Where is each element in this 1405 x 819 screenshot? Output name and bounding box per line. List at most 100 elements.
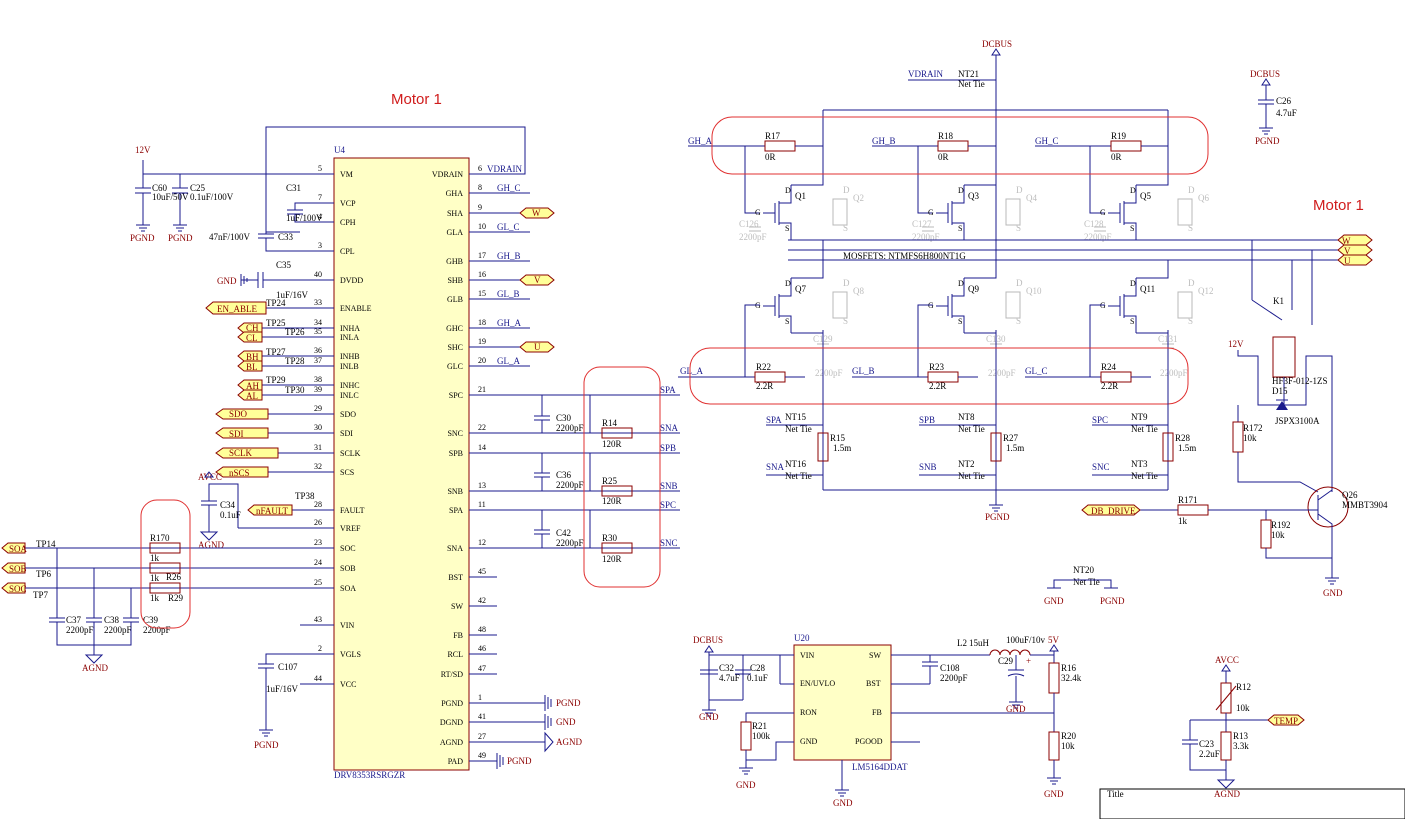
driver-pin-name: INLB bbox=[340, 362, 359, 371]
driver-pin-name: INHC bbox=[340, 381, 360, 390]
port-bh[interactable]: BH bbox=[237, 350, 263, 362]
driver-pin-name: CPL bbox=[340, 247, 355, 256]
svg-text:GH_B: GH_B bbox=[497, 251, 521, 261]
port-temp[interactable]: TEMP bbox=[1267, 714, 1305, 726]
port-ch[interactable]: CH bbox=[237, 322, 263, 334]
svg-text:C30: C30 bbox=[556, 413, 572, 423]
svg-text:V: V bbox=[534, 275, 541, 285]
svg-text:12V: 12V bbox=[1228, 339, 1244, 349]
port-bl[interactable]: BL bbox=[237, 360, 263, 372]
port-soc[interactable]: SOC bbox=[1, 582, 27, 594]
svg-text:10k: 10k bbox=[1236, 703, 1250, 713]
svg-text:NT21: NT21 bbox=[958, 69, 979, 79]
svg-text:GL_A: GL_A bbox=[680, 366, 703, 376]
svg-text:CL: CL bbox=[246, 333, 258, 343]
driver-pin-number: 7 bbox=[318, 193, 322, 202]
svg-text:0.1uF: 0.1uF bbox=[747, 673, 768, 683]
port-w-driver[interactable]: W bbox=[519, 207, 555, 219]
svg-text:R17: R17 bbox=[765, 131, 781, 141]
port-w-bridge[interactable]: W bbox=[1337, 234, 1373, 246]
svg-text:MOSFETS: NTMFS6H800NT1G: MOSFETS: NTMFS6H800NT1G bbox=[843, 251, 966, 261]
driver-pin-number: 42 bbox=[478, 596, 486, 605]
driver-pin-number: 46 bbox=[478, 644, 486, 653]
svg-text:1.5m: 1.5m bbox=[1006, 443, 1024, 453]
port-en-able[interactable]: EN_ABLE bbox=[205, 301, 267, 315]
svg-text:TP30: TP30 bbox=[285, 385, 305, 395]
svg-text:SDO: SDO bbox=[229, 409, 248, 419]
svg-text:10k: 10k bbox=[1271, 530, 1285, 540]
svg-text:C37: C37 bbox=[66, 615, 82, 625]
driver-pin-name: PAD bbox=[448, 757, 463, 766]
svg-text:SDI: SDI bbox=[229, 429, 244, 439]
svg-text:GH_C: GH_C bbox=[497, 183, 521, 193]
svg-text:PGOOD: PGOOD bbox=[855, 737, 883, 746]
port-sob[interactable]: SOB bbox=[1, 562, 27, 574]
c33-label: C33 bbox=[278, 232, 294, 242]
svg-text:R170: R170 bbox=[150, 533, 170, 543]
port-nfault[interactable]: nFAULT bbox=[247, 504, 293, 516]
driver-pin-name: SNA bbox=[447, 544, 463, 553]
driver-u4[interactable]: U4 DRV8353RSRGZR 5VM7VCP4CPH3CPL40DVDD33… bbox=[300, 145, 497, 780]
svg-text:120R: 120R bbox=[602, 439, 622, 449]
svg-text:C107: C107 bbox=[278, 662, 298, 672]
driver-pin-number: 5 bbox=[318, 164, 322, 173]
vcc-cap: PGND C107 1uF/16V bbox=[254, 624, 334, 750]
driver-pin-name: GLB bbox=[447, 295, 463, 304]
port-u-driver[interactable]: U bbox=[519, 341, 555, 353]
port-db-drive[interactable]: DB_DRIVE bbox=[1081, 504, 1141, 516]
svg-text:C29: C29 bbox=[998, 656, 1014, 666]
svg-text:Net Tie: Net Tie bbox=[1073, 577, 1100, 587]
driver-pin-number: 17 bbox=[478, 251, 486, 260]
driver-pin-name: SCS bbox=[340, 468, 354, 477]
port-sclk[interactable]: SCLK bbox=[215, 447, 279, 459]
svg-text:AL: AL bbox=[246, 391, 258, 401]
svg-text:GL_A: GL_A bbox=[497, 356, 520, 366]
driver-pin-number: 12 bbox=[478, 538, 486, 547]
driver-pin-name: GHB bbox=[446, 257, 463, 266]
svg-text:TP24: TP24 bbox=[266, 298, 286, 308]
svg-text:Net Tie: Net Tie bbox=[958, 424, 985, 434]
svg-text:S: S bbox=[1130, 317, 1134, 326]
svg-text:BH: BH bbox=[246, 352, 259, 362]
port-al[interactable]: AL bbox=[237, 389, 263, 401]
driver-pin-name: RCL bbox=[447, 650, 463, 659]
svg-text:R192: R192 bbox=[1271, 520, 1291, 530]
svg-text:GND: GND bbox=[1044, 789, 1064, 799]
port-sdi[interactable]: SDI bbox=[215, 427, 269, 439]
buck-u20[interactable]: U20 LM5164DDAT VIN EN/UVLO RON GND SW BS… bbox=[793, 633, 908, 772]
port-v-bridge[interactable]: V bbox=[1337, 244, 1373, 256]
port-nscs[interactable]: nSCS bbox=[215, 466, 269, 478]
svg-text:DB_DRIVE: DB_DRIVE bbox=[1091, 506, 1136, 516]
port-sdo[interactable]: SDO bbox=[215, 408, 269, 420]
svg-text:D: D bbox=[843, 278, 850, 288]
driver-pin-number: 15 bbox=[478, 289, 486, 298]
port-u-bridge[interactable]: U bbox=[1337, 254, 1373, 266]
port-cl[interactable]: CL bbox=[237, 331, 263, 343]
svg-text:10k: 10k bbox=[1243, 433, 1257, 443]
svg-text:G: G bbox=[755, 208, 761, 217]
port-v-driver[interactable]: V bbox=[519, 274, 555, 286]
driver-pin-name: VGLS bbox=[340, 650, 361, 659]
port-ah[interactable]: AH bbox=[237, 379, 263, 391]
svg-text:S: S bbox=[1188, 223, 1193, 233]
svg-text:W: W bbox=[1342, 236, 1351, 246]
svg-text:GH_A: GH_A bbox=[497, 318, 521, 328]
svg-text:SOA: SOA bbox=[9, 544, 28, 554]
driver-pin-number: 18 bbox=[478, 318, 486, 327]
svg-text:D: D bbox=[1016, 185, 1023, 195]
highlight-sense-rc bbox=[583, 366, 661, 588]
svg-text:AGND: AGND bbox=[1214, 789, 1240, 799]
svg-text:Q26: Q26 bbox=[1342, 490, 1358, 500]
svg-text:Net Tie: Net Tie bbox=[785, 424, 812, 434]
svg-text:S: S bbox=[958, 224, 962, 233]
port-soa[interactable]: SOA bbox=[1, 542, 28, 554]
svg-text:0.1uF: 0.1uF bbox=[220, 510, 241, 520]
svg-text:D15: D15 bbox=[1272, 386, 1288, 396]
svg-text:JSPX3100A: JSPX3100A bbox=[1275, 416, 1320, 426]
temp-sense: AVCC AGND R12 10k R13 3.3k C23 2.2uF bbox=[1182, 655, 1268, 799]
svg-text:0R: 0R bbox=[1111, 152, 1122, 162]
driver-pin-name: SNB bbox=[447, 487, 463, 496]
svg-text:NT16: NT16 bbox=[785, 459, 806, 469]
svg-text:2200pF: 2200pF bbox=[912, 232, 940, 242]
